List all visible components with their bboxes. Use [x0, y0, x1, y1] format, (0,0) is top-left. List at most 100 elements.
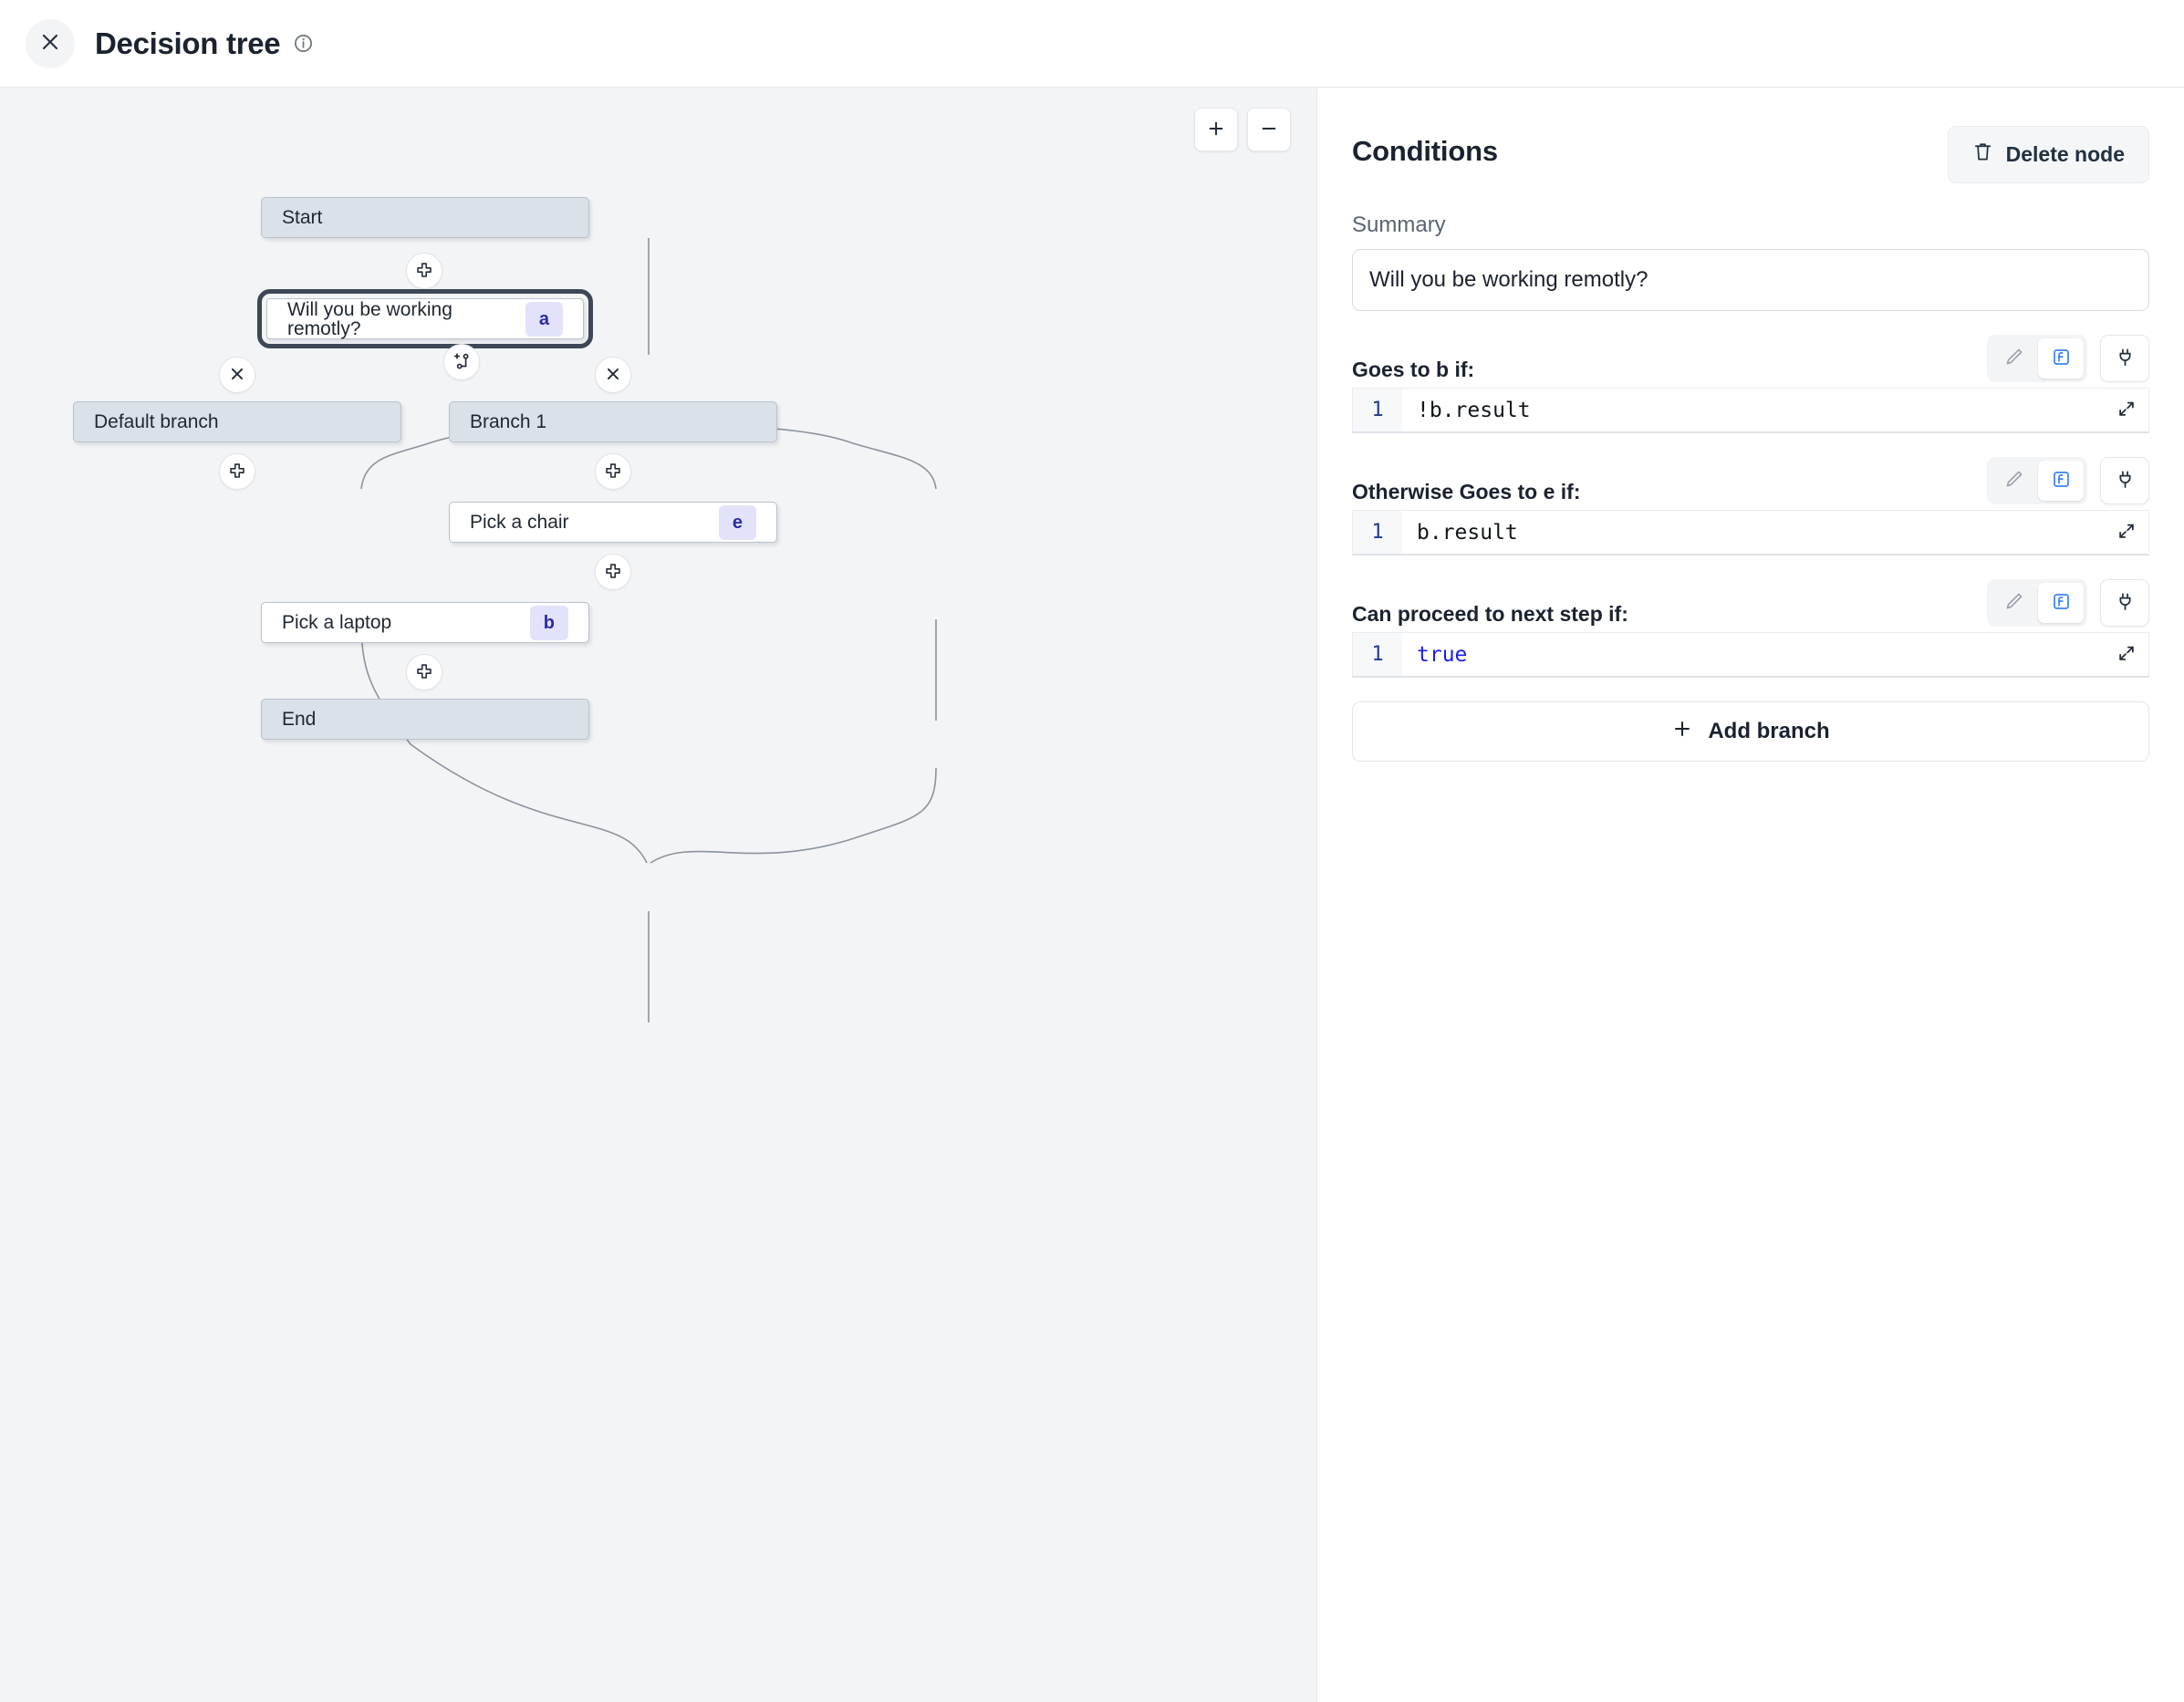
- delete-node-label: Delete node: [2005, 142, 2125, 166]
- code-content[interactable]: b.result: [1417, 520, 1518, 545]
- git-branch-plus-icon: [452, 351, 472, 374]
- expand-icon: [2116, 399, 2137, 421]
- expand-icon: [2116, 521, 2137, 544]
- pencil-mode-button[interactable]: [1991, 461, 2036, 501]
- node-label: End: [282, 709, 317, 730]
- code-content[interactable]: !b.result: [1417, 398, 1531, 422]
- plus-icon: [603, 561, 623, 584]
- delete-branch-1-button[interactable]: [595, 357, 631, 393]
- add-branch-label: Add branch: [1708, 719, 1830, 743]
- editor-mode-toggle: [1987, 579, 2087, 627]
- node-badge: b: [529, 605, 568, 640]
- plus-icon: [603, 461, 623, 483]
- info-icon[interactable]: [293, 33, 314, 54]
- code-editor[interactable]: 1 !b.result: [1352, 388, 2149, 433]
- editor-mode-toggle: [1987, 457, 2087, 504]
- connect-plug-button[interactable]: [2100, 335, 2149, 382]
- add-branch-button[interactable]: Add branch: [1352, 701, 2149, 762]
- line-number: 1: [1353, 511, 1402, 554]
- node-label: Pick a chair: [470, 512, 569, 533]
- plus-icon: [1671, 718, 1693, 746]
- condition-toolbar: [1987, 335, 2149, 382]
- close-icon: [39, 31, 61, 56]
- plug-icon: [2115, 591, 2136, 615]
- function-icon: [2051, 469, 2072, 493]
- add-node-after-branch-1-button[interactable]: [595, 453, 631, 490]
- close-icon: [227, 364, 247, 387]
- flow-node-condition[interactable]: Will you be working remotly? a: [257, 289, 593, 348]
- line-number: 1: [1353, 633, 1402, 676]
- condition-block-goes-to-b: Goes to b if:: [1352, 335, 2149, 433]
- summary-label: Summary: [1352, 213, 1446, 237]
- condition-label: Goes to b if:: [1352, 358, 1475, 381]
- plug-icon: [2115, 347, 2136, 370]
- expand-icon: [2116, 643, 2137, 666]
- node-label: Will you be working remotly?: [287, 298, 452, 339]
- add-node-after-default-branch-button[interactable]: [219, 453, 255, 490]
- flow-node-start[interactable]: Start: [261, 197, 589, 238]
- expand-editor-button[interactable]: [2106, 512, 2147, 553]
- panel-title: Conditions: [1352, 135, 1498, 167]
- flow-node-end[interactable]: End: [261, 699, 589, 740]
- function-icon: [2051, 347, 2072, 370]
- summary-input[interactable]: [1352, 249, 2149, 311]
- plus-icon: [227, 461, 247, 483]
- delete-default-branch-button[interactable]: [219, 357, 255, 393]
- connect-plug-button[interactable]: [2100, 457, 2149, 504]
- page-title: Decision tree: [95, 26, 281, 60]
- properties-panel: Conditions Delete node Summary Goes to b…: [1316, 88, 2184, 1702]
- panel-header: Conditions Delete node: [1352, 126, 2149, 183]
- zoom-controls: [1194, 108, 1291, 151]
- workspace: Start Will you be working remotly? a Def…: [0, 88, 2184, 1702]
- condition-block-otherwise-goes-to-e: Otherwise Goes to e if:: [1352, 457, 2149, 555]
- plus-icon: [1206, 119, 1226, 141]
- pencil-icon: [2003, 591, 2024, 615]
- plus-icon: [414, 260, 434, 283]
- add-node-after-pick-a-chair-button[interactable]: [595, 554, 631, 590]
- condition-label: Otherwise Goes to e if:: [1352, 480, 1581, 503]
- close-button[interactable]: [26, 18, 75, 68]
- expand-editor-button[interactable]: [2106, 634, 2147, 675]
- delete-node-button[interactable]: Delete node: [1947, 126, 2149, 183]
- node-label: Start: [282, 207, 323, 228]
- node-label: Pick a laptop: [282, 612, 392, 633]
- editor-mode-toggle: [1987, 335, 2087, 382]
- app-header: Decision tree: [0, 0, 2184, 88]
- node-badge: a: [525, 301, 563, 337]
- connect-plug-button[interactable]: [2100, 579, 2149, 627]
- trash-icon: [1972, 140, 1993, 169]
- node-label: Branch 1: [470, 411, 547, 432]
- condition-label: Can proceed to next step if:: [1352, 602, 1628, 626]
- condition-toolbar: [1987, 457, 2149, 504]
- pencil-mode-button[interactable]: [1991, 583, 2036, 623]
- flow-node-branch-1[interactable]: Branch 1: [449, 401, 777, 442]
- close-icon: [603, 364, 623, 387]
- zoom-in-button[interactable]: [1194, 108, 1238, 151]
- flow-canvas[interactable]: Start Will you be working remotly? a Def…: [0, 88, 1316, 1702]
- add-branch-on-condition-button[interactable]: [443, 344, 480, 380]
- function-mode-button[interactable]: [2038, 583, 2084, 623]
- flow-node-pick-a-laptop[interactable]: Pick a laptop b: [261, 602, 589, 643]
- pencil-mode-button[interactable]: [1991, 338, 2036, 379]
- expand-editor-button[interactable]: [2106, 389, 2147, 431]
- pencil-icon: [2003, 347, 2024, 370]
- node-label: Default branch: [94, 411, 219, 432]
- plus-icon: [414, 661, 434, 684]
- flow-node-default-branch[interactable]: Default branch: [73, 401, 401, 442]
- function-mode-button[interactable]: [2038, 338, 2084, 379]
- add-node-after-pick-a-laptop-button[interactable]: [406, 654, 442, 690]
- add-node-after-start-button[interactable]: [406, 253, 442, 289]
- code-editor[interactable]: 1 true: [1352, 632, 2149, 678]
- code-editor[interactable]: 1 b.result: [1352, 510, 2149, 555]
- line-number: 1: [1353, 389, 1402, 431]
- function-icon: [2051, 591, 2072, 615]
- code-content[interactable]: true: [1417, 642, 1468, 667]
- node-badge: e: [718, 504, 756, 540]
- function-mode-button[interactable]: [2038, 461, 2084, 501]
- condition-block-can-proceed: Can proceed to next step if:: [1352, 579, 2149, 678]
- minus-icon: [1259, 119, 1279, 141]
- condition-toolbar: [1987, 579, 2149, 627]
- flow-node-pick-a-chair[interactable]: Pick a chair e: [449, 502, 777, 543]
- pencil-icon: [2003, 469, 2024, 493]
- zoom-out-button[interactable]: [1247, 108, 1291, 151]
